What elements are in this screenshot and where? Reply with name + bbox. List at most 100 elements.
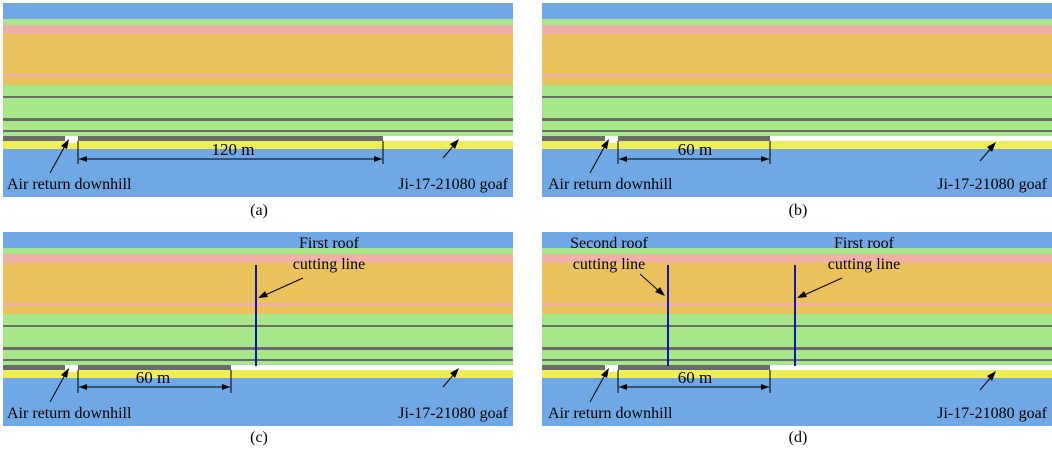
- bottom-rock-layer: [3, 149, 513, 197]
- first-roof-label-line-1: First roof: [834, 235, 895, 252]
- pointer-arrows: [589, 139, 996, 174]
- left-pointer-head: [601, 139, 609, 149]
- dimension-arrow: [617, 141, 771, 164]
- orange-layer: [3, 34, 513, 74]
- strata-model-b: 60 m Air return downhill Ji-17-21080 goa…: [542, 3, 1052, 197]
- top-rock-layer: [3, 3, 513, 19]
- yellow-floor-layer: [3, 141, 513, 149]
- green-layer-1: [542, 19, 1052, 25]
- coal-seam: [3, 136, 513, 141]
- strata-layers: [542, 3, 1052, 197]
- arrowhead-right: [222, 384, 230, 390]
- panel-c: 60 m First roof cutting line Air return …: [3, 232, 515, 448]
- dimension-arrow: [77, 141, 384, 164]
- roadway-opening: [65, 365, 78, 372]
- caption-a: (a): [250, 202, 268, 219]
- right-pointer-head: [987, 142, 996, 152]
- green-layer-5: [542, 132, 1052, 136]
- green-layer-5: [3, 132, 513, 136]
- green-layer-2: [3, 314, 513, 325]
- dimension-label: 60 m: [678, 140, 712, 159]
- roof-pointer-head: [258, 291, 268, 298]
- arrowhead-right: [761, 156, 769, 162]
- orange-layer-2: [542, 306, 1052, 314]
- pointer-arrows: [49, 139, 459, 174]
- dimension-label: 60 m: [678, 368, 712, 387]
- goaf-opening: [770, 365, 1052, 370]
- left-pointer-line: [49, 372, 67, 403]
- bottom-rock-layer: [3, 378, 513, 426]
- yellow-floor-layer: [542, 370, 1052, 378]
- thin-line-2: [542, 347, 1052, 350]
- dimension-label: 60 m: [136, 368, 170, 387]
- thin-line-1: [3, 96, 513, 98]
- pink-thin-layer: [542, 74, 1052, 77]
- left-pointer-line: [589, 143, 607, 174]
- air-return-label: Air return downhill: [548, 405, 673, 422]
- arrowhead-right: [761, 384, 769, 390]
- goaf-opening: [231, 365, 513, 370]
- green-layer-2: [3, 85, 513, 96]
- green-layer-5: [3, 361, 513, 365]
- strata-layers: [3, 232, 513, 426]
- strata-model-a: 120 m Air return downhill Ji-17-21080 go…: [3, 3, 513, 197]
- green-layer-2: [542, 314, 1052, 325]
- green-layer-5: [542, 361, 1052, 365]
- arrowhead-left: [619, 156, 627, 162]
- goaf-label: Ji-17-21080 goaf: [398, 176, 508, 193]
- caption-d: (d): [788, 429, 808, 446]
- pink-layer: [542, 254, 1052, 263]
- right-pointer-head: [450, 368, 459, 378]
- left-pointer-head: [601, 368, 609, 378]
- orange-layer: [542, 34, 1052, 74]
- panel-b: 60 m Air return downhill Ji-17-21080 goa…: [542, 3, 1052, 219]
- air-return-label: Air return downhill: [7, 405, 132, 422]
- pink-layer: [3, 25, 513, 34]
- pink-layer: [3, 254, 513, 263]
- first-roof-pointer-line: [801, 277, 843, 297]
- caption-b: (b): [788, 202, 808, 219]
- green-layer-3: [542, 98, 1052, 118]
- goaf-opening: [770, 136, 1052, 141]
- yellow-floor-layer: [542, 141, 1052, 149]
- green-layer-4: [542, 350, 1052, 359]
- arrowhead-left: [619, 384, 627, 390]
- top-rock-layer: [542, 3, 1052, 19]
- goaf-label: Ji-17-21080 goaf: [937, 405, 1047, 422]
- roadway-opening: [605, 136, 618, 143]
- panel-d: 60 m Second roof cutting line First roof…: [542, 232, 1052, 448]
- right-pointer-head: [987, 371, 996, 381]
- strata-model-d: 60 m Second roof cutting line First roof…: [542, 232, 1052, 426]
- second-roof-pointer-line: [639, 273, 661, 293]
- orange-layer-2: [542, 77, 1052, 85]
- pointer-arrows: [49, 277, 459, 403]
- dimension-arrow: [617, 370, 771, 393]
- first-roof-cutting-line: [255, 265, 257, 366]
- right-pointer-head: [450, 139, 459, 149]
- air-return-label: Air return downhill: [7, 176, 132, 193]
- top-rock-layer: [3, 232, 513, 248]
- green-layer-1: [3, 19, 513, 25]
- thin-line-1: [542, 325, 1052, 327]
- first-roof-label-line-2: cutting line: [828, 256, 900, 273]
- arrowhead-left: [79, 384, 87, 390]
- thin-line-1: [542, 96, 1052, 98]
- roadway-opening: [605, 365, 618, 372]
- pink-layer: [542, 25, 1052, 34]
- pink-thin-layer: [3, 74, 513, 77]
- green-layer-4: [3, 350, 513, 359]
- orange-layer-2: [3, 306, 513, 314]
- green-layer-3: [542, 327, 1052, 347]
- first-roof-cutting-line: [794, 265, 796, 366]
- thin-line-2: [3, 347, 513, 350]
- green-layer-3: [3, 98, 513, 118]
- orange-layer: [3, 263, 513, 303]
- left-pointer-head: [61, 368, 69, 378]
- thin-line-3: [3, 359, 513, 361]
- second-roof-label-line-2: cutting line: [573, 256, 645, 273]
- strata-layers: [542, 232, 1052, 426]
- goaf-label: Ji-17-21080 goaf: [937, 176, 1047, 193]
- green-layer-3: [3, 327, 513, 347]
- arrowhead-right: [374, 156, 382, 162]
- roadway-opening: [65, 136, 78, 143]
